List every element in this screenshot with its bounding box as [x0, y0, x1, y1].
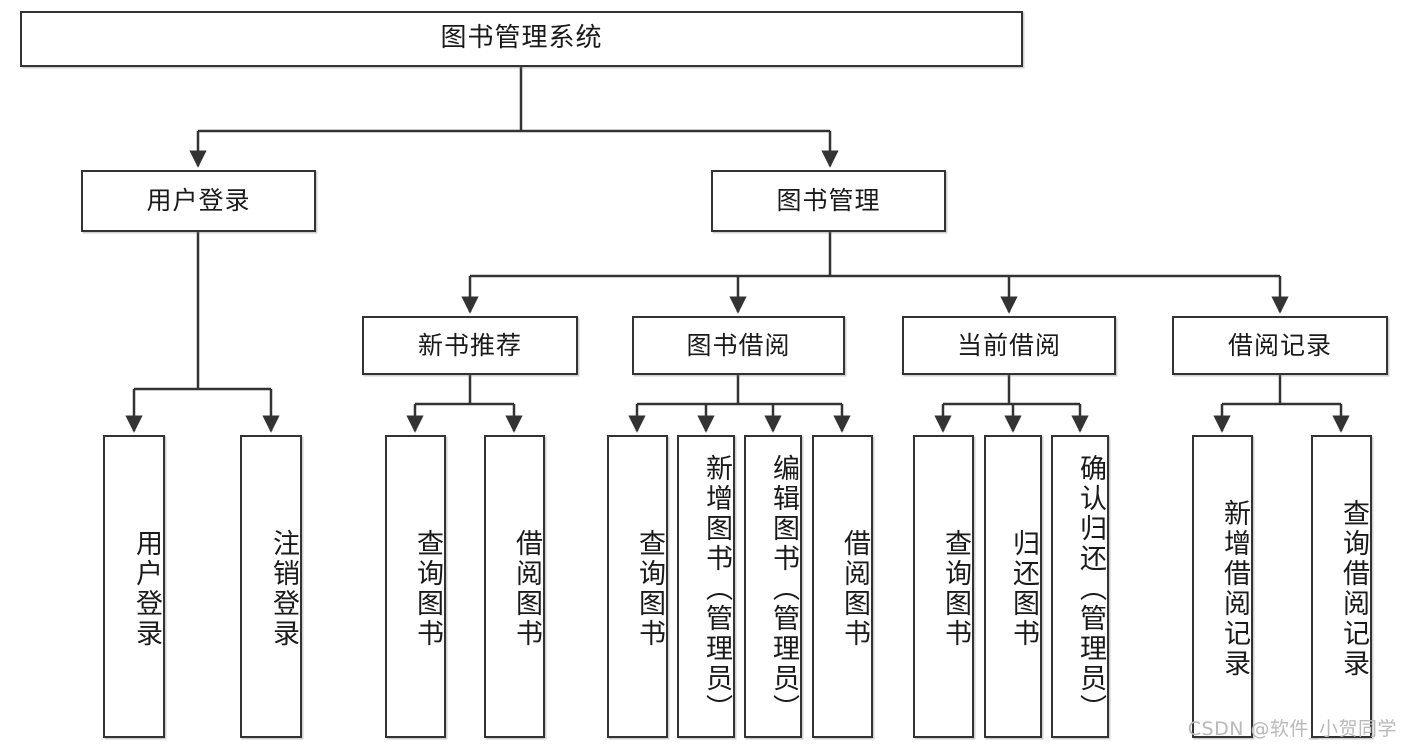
- leaf-label: 新增借阅记录: [1219, 498, 1250, 679]
- node-current-borrow[interactable]: 当前借阅: [902, 316, 1116, 375]
- leaf-borrow-book-newbook[interactable]: 借阅图书: [484, 435, 545, 738]
- leaf-borrow-book[interactable]: 借阅图书: [812, 435, 873, 738]
- node-root[interactable]: 图书管理系统: [20, 11, 1023, 67]
- node-user-login[interactable]: 用户登录: [81, 170, 316, 232]
- leaf-label: 用户登录: [131, 528, 162, 649]
- leaf-query-book-newbook[interactable]: 查询图书: [385, 435, 446, 738]
- leaf-label: 查询图书: [940, 528, 971, 649]
- leaf-label: 查询图书: [412, 528, 443, 649]
- leaf-add-book-admin[interactable]: 新增图书（管理员）: [677, 435, 735, 738]
- leaf-return-book[interactable]: 归还图书: [984, 435, 1042, 738]
- leaf-user-login[interactable]: 用户登录: [103, 435, 165, 738]
- leaf-logout[interactable]: 注销登录: [240, 435, 302, 738]
- node-book-borrow[interactable]: 图书借阅: [632, 316, 845, 375]
- leaf-query-book-borrow[interactable]: 查询图书: [607, 435, 668, 738]
- leaf-label: 借阅图书: [511, 528, 542, 649]
- leaf-query-book-current[interactable]: 查询图书: [913, 435, 974, 738]
- leaf-label: 确认归还（管理员）: [1075, 453, 1106, 724]
- leaf-edit-book-admin[interactable]: 编辑图书（管理员）: [744, 435, 802, 738]
- node-borrow-record[interactable]: 借阅记录: [1172, 316, 1388, 375]
- leaf-label: 新增图书（管理员）: [701, 453, 732, 724]
- leaf-add-borrow-record[interactable]: 新增借阅记录: [1192, 435, 1253, 738]
- leaf-label: 借阅图书: [839, 528, 870, 649]
- node-book-management[interactable]: 图书管理: [711, 170, 946, 232]
- leaf-label: 注销登录: [268, 528, 299, 649]
- watermark: CSDN @软件_小贺同学: [1187, 718, 1397, 740]
- leaf-label: 查询图书: [634, 528, 665, 649]
- leaf-label: 归还图书: [1008, 528, 1039, 649]
- leaf-query-borrow-record[interactable]: 查询借阅记录: [1311, 435, 1372, 738]
- leaf-label: 编辑图书（管理员）: [768, 453, 799, 724]
- leaf-confirm-return-admin[interactable]: 确认归还（管理员）: [1051, 435, 1109, 738]
- node-new-book-recommend[interactable]: 新书推荐: [362, 316, 578, 375]
- leaf-label: 查询借阅记录: [1338, 498, 1369, 679]
